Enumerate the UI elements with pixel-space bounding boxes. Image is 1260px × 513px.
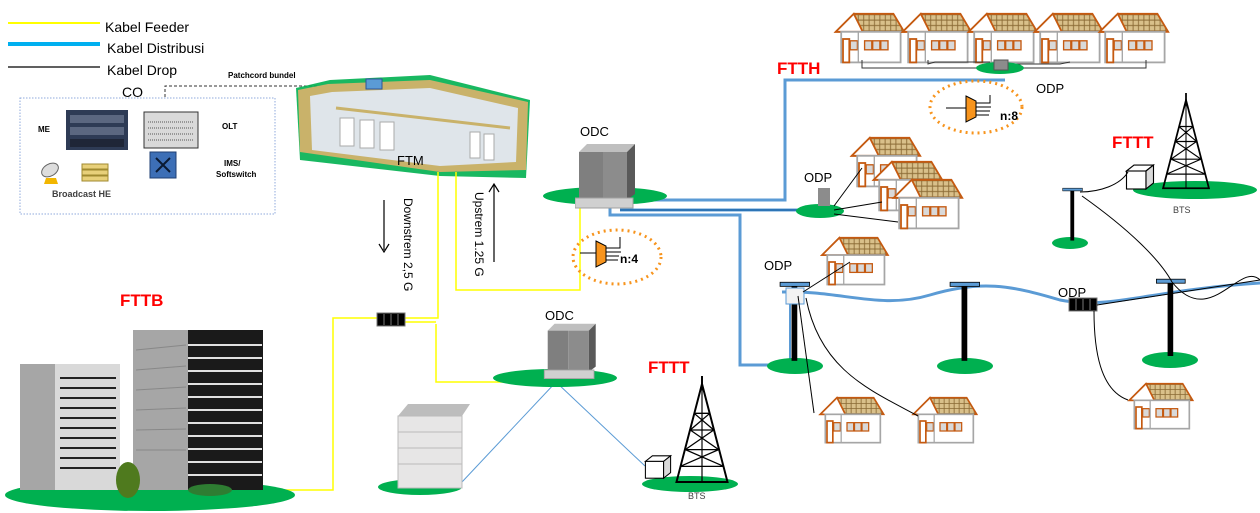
patchcord-label: Patchcord bundel (228, 71, 296, 80)
odc-top: ODC (543, 124, 667, 209)
central-office: CO ME OLT IMS/ Softswitch (19, 84, 276, 215)
lower-houses (819, 236, 1194, 444)
odc-bottom: ODC (493, 308, 617, 387)
odp-mid-box-icon (818, 188, 830, 206)
downstream-label: Downstrem 2,5 G (401, 198, 415, 291)
house-cluster (850, 136, 964, 230)
tower-icon (675, 376, 729, 484)
splitter-n4: n:4 (571, 228, 663, 286)
fttt-bottom-label: FTTT (648, 358, 690, 377)
olt-label: OLT (222, 122, 238, 131)
satellite-dish-icon (41, 162, 59, 184)
bts-right: BTS (1125, 93, 1257, 215)
fttb-label: FTTB (120, 291, 163, 310)
fttb-buildings (5, 330, 295, 511)
odp-mid-label: ODP (804, 170, 832, 185)
co-boundary (19, 97, 276, 215)
olt-device-icon (143, 111, 199, 149)
legend-distribution-label: Kabel Distribusi (107, 40, 204, 56)
me-device-icon (66, 110, 128, 150)
odp-pole-right-label: ODP (1058, 285, 1086, 300)
upstream-label: Upstrem 1.25 G (472, 192, 486, 277)
legend-drop-label: Kabel Drop (107, 62, 177, 78)
ftm-building: FTM (296, 75, 530, 178)
ims-softswitch-icon (149, 151, 177, 179)
fttt-right-label: FTTT (1112, 133, 1154, 152)
bts-box-icon (644, 455, 672, 479)
tower-icon (1162, 93, 1210, 190)
odc-top-label: ODC (580, 124, 609, 139)
ftth-label: FTTH (777, 59, 820, 78)
splitter-n4-label: n:4 (620, 252, 638, 266)
drop-cables (797, 171, 1260, 417)
small-building (378, 404, 470, 495)
odc-bottom-label: ODC (545, 308, 574, 323)
bts-bottom-label: BTS (688, 491, 706, 501)
bts-bottom: BTS (642, 376, 738, 501)
legend: Kabel Feeder Kabel Distribusi Kabel Drop (8, 19, 204, 78)
odp-top-label: ODP (1036, 81, 1064, 96)
bts-box-icon (1125, 164, 1155, 190)
broadcast-server-icon (81, 163, 109, 182)
odp-pole-box-icon (785, 287, 805, 305)
ftm-label: FTM (397, 153, 424, 168)
bts-right-label: BTS (1173, 205, 1191, 215)
splitter-n8: n:8 (928, 79, 1024, 135)
ftth-house-row (834, 12, 1170, 64)
splitter-n8-label: n:8 (1000, 109, 1018, 123)
utility-poles (767, 187, 1198, 374)
ims-label-line1: IMS/ (224, 159, 241, 168)
ims-label-line2: Softswitch (216, 170, 257, 179)
me-label: ME (38, 125, 51, 134)
odp-pole-left-label: ODP (764, 258, 792, 273)
broadcast-he-label: Broadcast HE (52, 189, 111, 199)
odp-top-box-icon (993, 59, 1009, 71)
legend-feeder-label: Kabel Feeder (105, 19, 189, 35)
splice-closure-icon (376, 312, 406, 327)
co-title: CO (122, 84, 143, 100)
patch-panel-icon (365, 78, 383, 90)
